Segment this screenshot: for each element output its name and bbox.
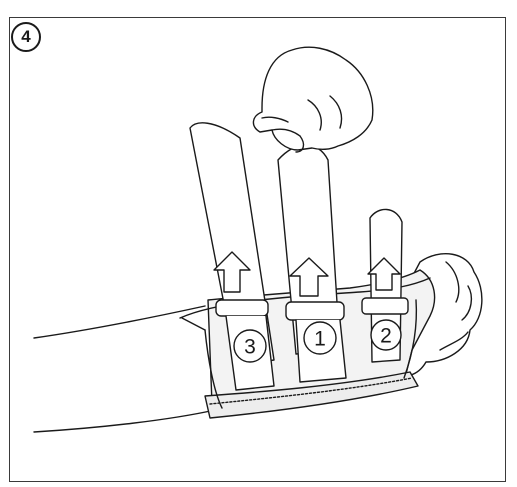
strap-3-loop [216,300,268,316]
strap-3-number-group: 3 [234,330,266,362]
strap-2-loop [362,298,408,314]
strap-3-number: 3 [244,336,256,359]
hand-icon [253,47,372,150]
strap-1-number: 1 [314,328,326,351]
strap-2-number-group: 2 [371,320,401,350]
forearm-upper-line [34,306,205,338]
strap-2-number: 2 [380,325,392,348]
forearm-lower-line [34,410,215,432]
strap-1-number-group: 1 [304,322,336,354]
strap-1-loop [286,302,344,320]
